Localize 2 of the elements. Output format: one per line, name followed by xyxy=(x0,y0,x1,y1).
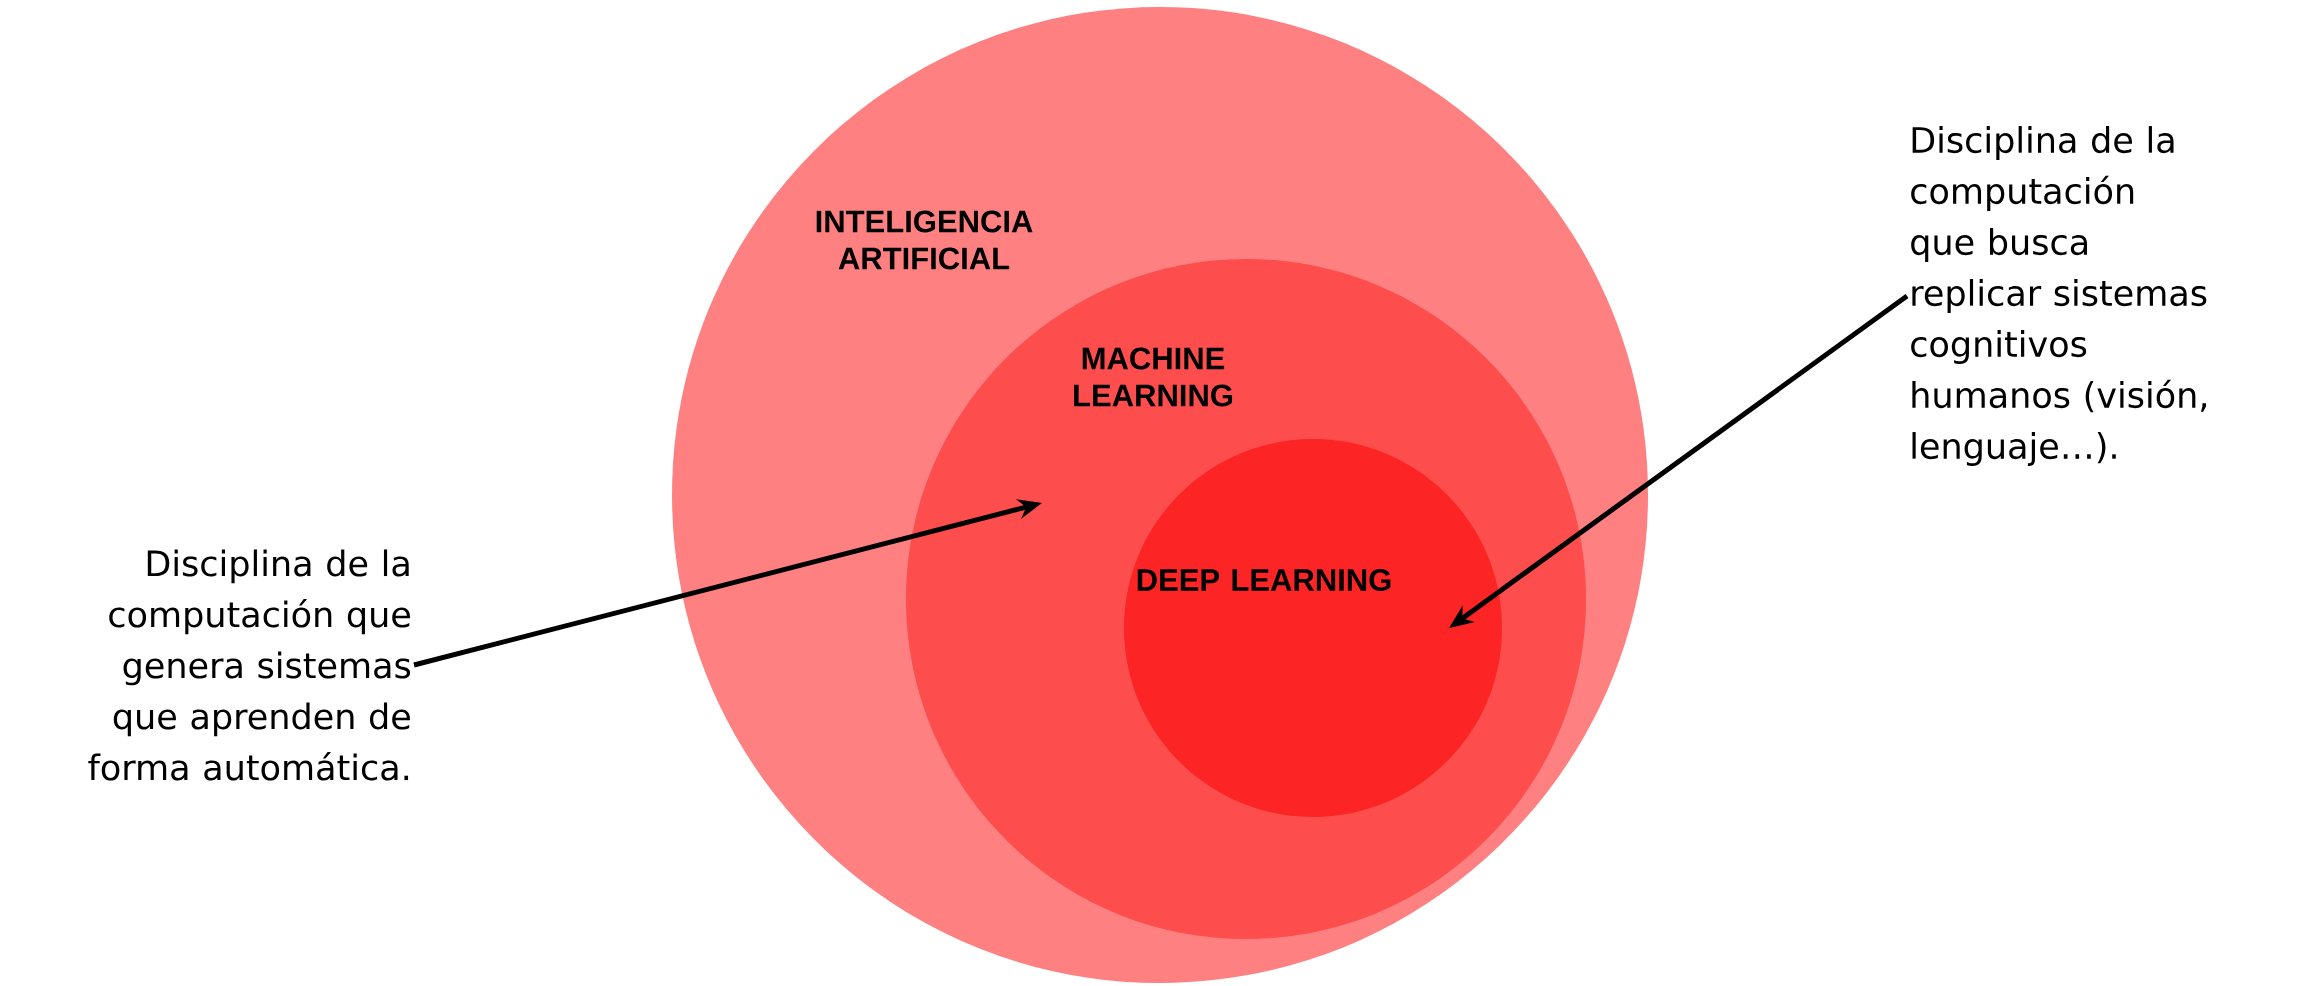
description-text: Disciplina de la computación que busca replicar sistemas cognitivos humanos (visión, lenguaje…). xyxy=(1911,126,2207,466)
description-text: Disciplina de la computación que genera sistemas que aprenden de forma automática. xyxy=(88,549,411,781)
